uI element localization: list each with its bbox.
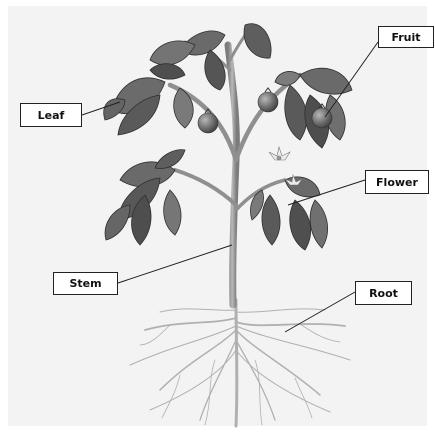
root-system <box>130 300 350 426</box>
stem-label: Stem <box>53 272 118 295</box>
leaf-label: Leaf <box>20 103 82 127</box>
main-stem <box>228 45 236 305</box>
fruit-label: Fruit <box>378 26 434 48</box>
root-label: Root <box>355 281 412 305</box>
flower-label: Flower <box>365 170 429 194</box>
